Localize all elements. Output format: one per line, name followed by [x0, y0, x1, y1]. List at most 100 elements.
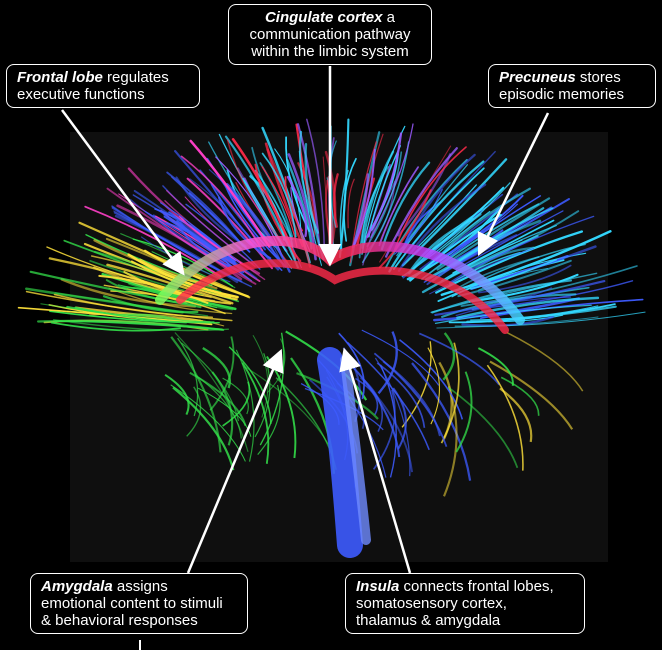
fiber-strand — [441, 239, 523, 282]
fiber-strand — [486, 364, 524, 471]
fiber-strand — [421, 235, 539, 294]
fiber-strand — [418, 332, 500, 386]
fiber-strand — [166, 171, 244, 247]
fiber-strand — [393, 146, 467, 251]
fiber-strand — [90, 255, 196, 291]
fiber-strand — [393, 167, 485, 270]
fiber-strand — [197, 387, 252, 437]
fiber-strand — [397, 183, 487, 272]
label-frontal-lobe: Frontal lobe regulates executive functio… — [6, 64, 200, 108]
fiber-strand — [252, 334, 269, 418]
fiber-strand — [172, 386, 235, 471]
fiber-strand — [430, 272, 598, 314]
fiber-strand — [461, 315, 555, 327]
fiber-strand — [399, 339, 464, 420]
fiber-strand — [50, 321, 182, 332]
fiber-strand — [165, 222, 230, 266]
fiber-strand — [144, 210, 253, 282]
fiber-strand — [442, 332, 456, 381]
fiber-strand — [266, 338, 286, 394]
fiber-strand — [458, 256, 540, 289]
term-amygdala: Amygdala — [41, 578, 113, 595]
fiber-strand — [440, 230, 612, 297]
fiber-strand — [202, 347, 231, 389]
arrow-amygdala — [186, 348, 284, 574]
fiber-strand — [477, 347, 514, 386]
fiber-strand — [440, 342, 460, 444]
fiber-strand — [170, 336, 222, 453]
fiber-strand — [373, 352, 448, 447]
label-insula: Insula connects frontal lobes, somatosen… — [345, 573, 585, 634]
fiber-strand — [224, 185, 284, 265]
text-frontal-1: regulates — [102, 69, 169, 86]
fiber-strand — [241, 362, 270, 464]
text-amygdala-3: & behavioral responses — [41, 612, 198, 629]
fiber-strand — [376, 362, 426, 428]
text-frontal-2: executive functions — [17, 86, 145, 103]
fiber-strand — [228, 346, 272, 425]
fiber-strand — [361, 329, 440, 386]
fiber-strand — [403, 153, 476, 247]
fiber-strand — [166, 189, 256, 268]
fiber-strand — [211, 371, 234, 446]
fiber-strand — [74, 306, 220, 324]
fiber-strand — [164, 373, 190, 416]
fiber-strand — [347, 178, 355, 229]
fiber-strand — [443, 386, 458, 497]
text-insula-3: thalamus & amygdala — [356, 612, 501, 629]
fiber-strand — [469, 258, 558, 290]
fiber-strand — [379, 364, 397, 478]
text-precuneus-2: episodic memories — [499, 86, 625, 103]
fiber-strand — [378, 166, 419, 247]
term-cingulate: Cingulate cortex — [264, 9, 383, 26]
term-precuneus: Precuneus — [499, 69, 576, 86]
fiber-strand — [454, 311, 646, 327]
fiber-strand — [408, 217, 475, 274]
fiber-strand — [416, 184, 477, 248]
fiber-strand — [52, 319, 230, 332]
fiber-strand — [434, 280, 606, 316]
fiber-strand — [286, 175, 308, 238]
fiber-strand — [222, 377, 249, 415]
label-cingulate-cortex: Cingulate cortex a communication pathway… — [228, 4, 432, 65]
fiber-strand — [186, 386, 202, 437]
fiber-strand — [37, 319, 225, 331]
fiber-strand — [392, 387, 407, 450]
fiber-strand — [160, 202, 240, 263]
arrow-insula — [339, 347, 412, 574]
fiber-strand — [500, 376, 540, 416]
fiber-strand — [380, 161, 431, 251]
fiber-strand — [438, 187, 531, 258]
term-frontal: Frontal lobe — [17, 69, 103, 86]
text-cingulate-1: a — [382, 9, 396, 26]
fiber-strand — [102, 295, 199, 314]
fiber-strand — [455, 296, 572, 317]
text-insula-1: connects frontal lobes, — [399, 578, 554, 595]
fiber-strand — [106, 263, 234, 305]
fiber-strand — [226, 139, 286, 246]
fiber-strand — [333, 173, 339, 228]
fiber-strand — [374, 357, 411, 477]
fiber-strand — [366, 132, 403, 238]
fiber-strand — [106, 187, 257, 285]
fiber-strand — [218, 196, 272, 260]
fiber-strand — [170, 384, 246, 462]
fiber-strand — [251, 146, 294, 240]
fiber-strand — [456, 296, 600, 319]
brainstem-tract — [317, 347, 363, 558]
brainstem-tract-highlight — [340, 355, 371, 545]
fiber-strand — [361, 125, 406, 255]
fiber-strand — [355, 377, 379, 416]
arrow-precuneus — [477, 112, 550, 257]
fiber-strand — [348, 362, 401, 458]
fiber-strand — [224, 135, 299, 269]
fiber-strand — [448, 303, 616, 324]
fiber-strand — [370, 123, 414, 238]
fiber-strand — [401, 341, 432, 428]
fiber-strand — [351, 173, 370, 249]
fiber-strand — [427, 347, 440, 425]
fiber-strand — [437, 210, 491, 254]
label-precuneus: Precuneus stores episodic memories — [488, 64, 656, 108]
fiber-strand — [186, 177, 273, 270]
